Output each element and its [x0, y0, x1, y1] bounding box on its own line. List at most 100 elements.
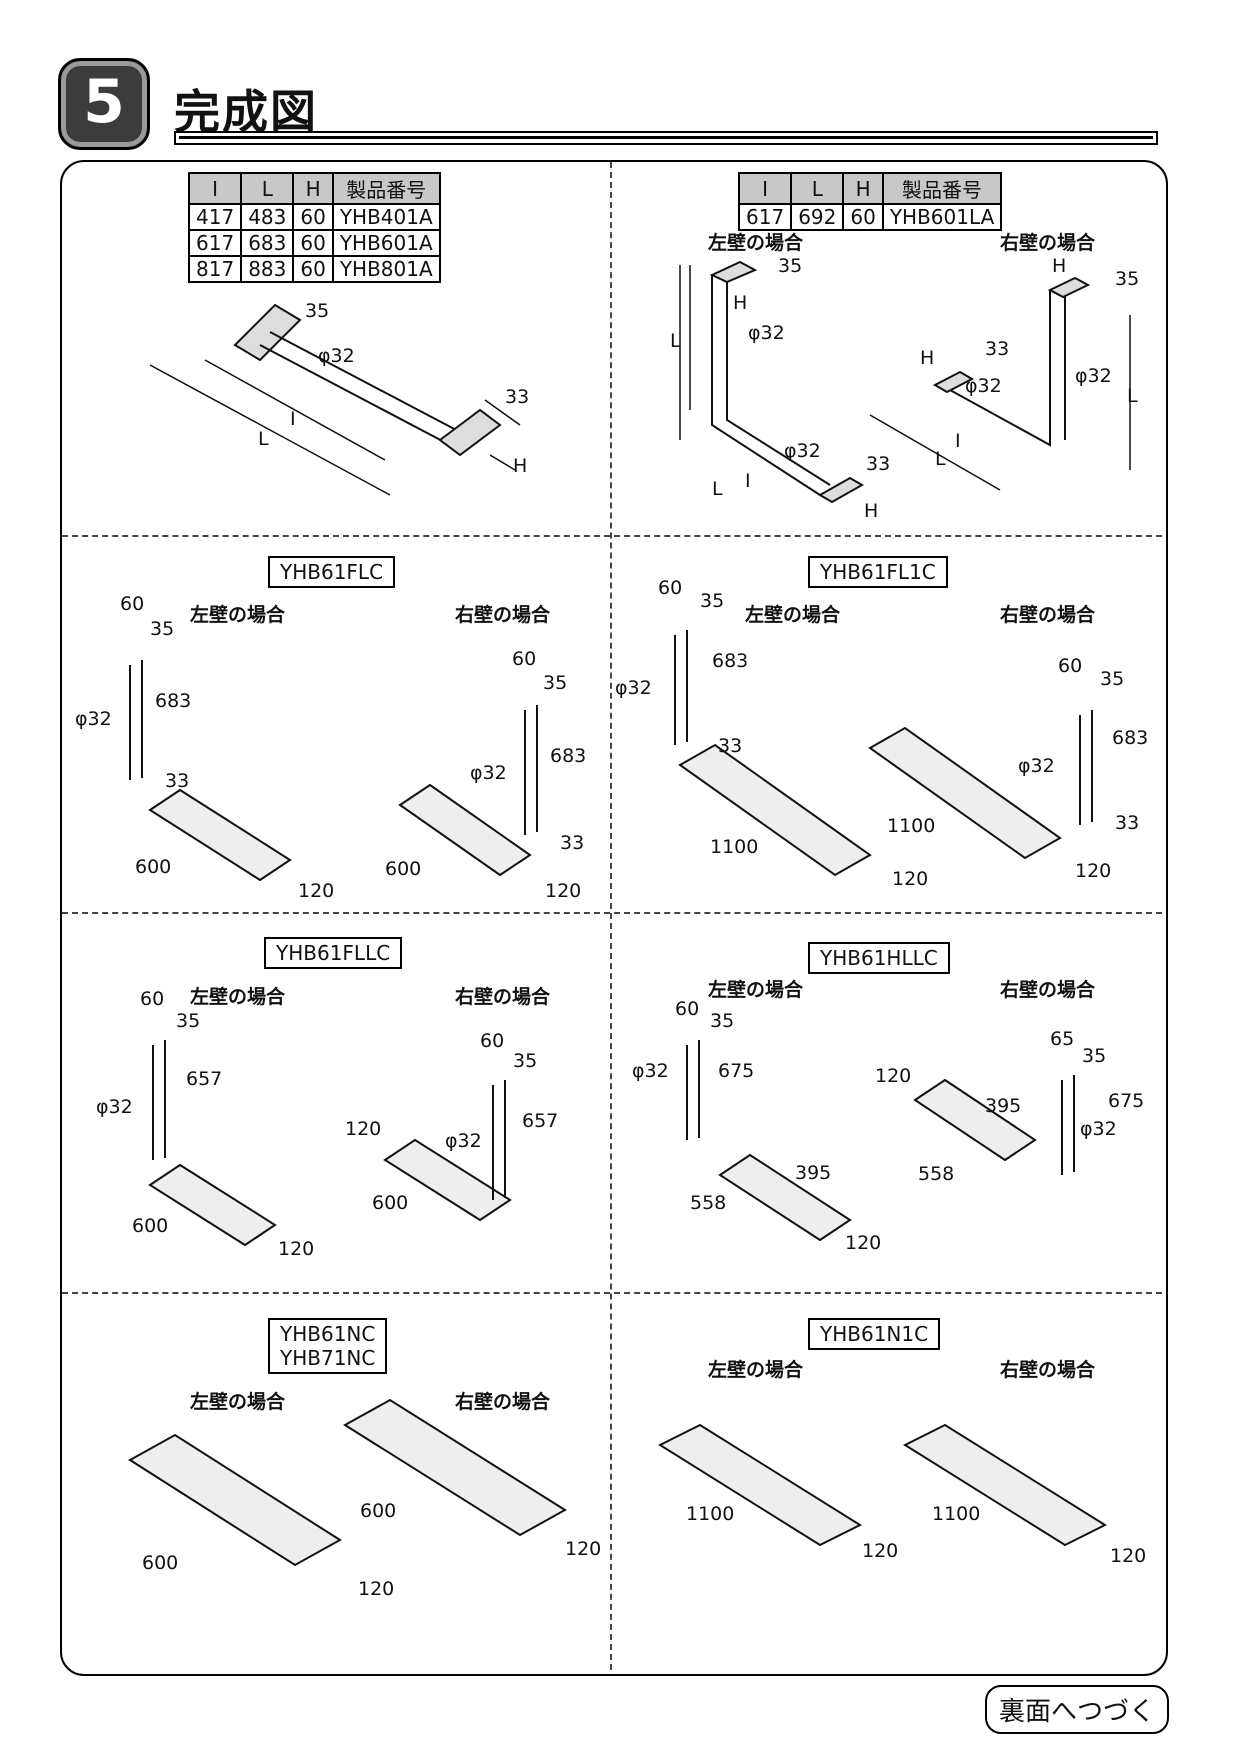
right-wall-label: 右壁の場合: [1000, 604, 1096, 626]
table-header: L: [240, 172, 295, 205]
dim-H: H: [920, 347, 935, 369]
dim-1100: 1100: [710, 836, 759, 858]
dim-35: 35: [150, 618, 175, 640]
dim-L: L: [935, 448, 946, 470]
dim-phi32: φ32: [96, 1096, 133, 1118]
dim-675: 675: [1108, 1090, 1145, 1112]
right-wall-label: 右壁の場合: [1000, 1359, 1096, 1381]
dim-600: 600: [360, 1500, 397, 1522]
horizontal-divider: [62, 535, 1162, 537]
dim-phi32: φ32: [615, 677, 652, 699]
dim-L: L: [1127, 385, 1138, 407]
dim-I: I: [290, 408, 296, 430]
dim-120: 120: [345, 1118, 382, 1140]
right-wall-label: 右壁の場合: [455, 1391, 551, 1413]
dim-phi32: φ32: [1080, 1118, 1117, 1140]
right-wall-label: 右壁の場合: [1000, 232, 1096, 254]
dim-60: 60: [658, 577, 683, 599]
dim-H: H: [864, 500, 879, 522]
dim-I: I: [955, 430, 961, 452]
dim-120: 120: [875, 1065, 912, 1087]
right-wall-label: 右壁の場合: [455, 604, 551, 626]
table-header: I: [737, 172, 793, 205]
dim-120: 120: [862, 1540, 899, 1562]
dim-33: 33: [165, 770, 190, 792]
table-header: 製品番号: [331, 172, 441, 205]
dim-395: 395: [795, 1162, 832, 1184]
dim-120: 120: [358, 1578, 395, 1600]
section-number: 5: [83, 67, 125, 137]
dim-35: 35: [710, 1010, 735, 1032]
dim-120: 120: [545, 880, 582, 902]
right-wall-label: 右壁の場合: [455, 986, 551, 1008]
model-label: YHB61HLLC: [808, 942, 950, 974]
dim-35: 35: [1100, 668, 1125, 690]
dim-phi32: φ32: [784, 440, 821, 462]
dim-1100: 1100: [887, 815, 936, 837]
dim-33: 33: [560, 832, 585, 854]
dim-120: 120: [1110, 1545, 1147, 1567]
section-number-badge: 5: [58, 58, 150, 150]
dim-120: 120: [1075, 860, 1112, 882]
left-wall-label: 左壁の場合: [190, 604, 286, 626]
dim-60: 60: [480, 1030, 505, 1052]
dim-60: 60: [140, 988, 165, 1010]
dim-558: 558: [690, 1192, 727, 1214]
dim-60: 60: [120, 593, 145, 615]
model-label: YHB61N1C: [808, 1318, 941, 1350]
dim-120: 120: [845, 1232, 882, 1254]
model-label: YHB61FL1C: [808, 556, 948, 588]
left-wall-label: 左壁の場合: [708, 1359, 804, 1381]
dim-phi32: φ32: [318, 345, 355, 367]
dim-33: 33: [866, 453, 891, 475]
right-wall-label: 右壁の場合: [1000, 979, 1096, 1001]
left-wall-label: 左壁の場合: [708, 232, 804, 254]
dim-35: 35: [305, 300, 330, 322]
dim-60: 60: [512, 648, 537, 670]
dim-35: 35: [700, 590, 725, 612]
left-wall-label: 左壁の場合: [708, 979, 804, 1001]
dim-60: 60: [675, 998, 700, 1020]
dim-683: 683: [550, 745, 587, 767]
dim-H: H: [513, 455, 528, 477]
model-label: YHB61FLLC: [264, 937, 403, 969]
dim-1100: 1100: [932, 1503, 981, 1525]
dim-33: 33: [505, 386, 530, 408]
vertical-divider: [610, 162, 612, 1670]
dim-phi32: φ32: [470, 762, 507, 784]
l-shaped-grab-bar-drawings: [679, 260, 1131, 504]
dim-600: 600: [385, 858, 422, 880]
dim-phi32: φ32: [632, 1060, 669, 1082]
dim-33: 33: [985, 338, 1010, 360]
dim-35: 35: [513, 1050, 538, 1072]
dim-35: 35: [1115, 268, 1140, 290]
figure-frame: [60, 160, 1168, 1676]
dim-657: 657: [522, 1110, 559, 1132]
page-title: 完成図: [174, 85, 318, 139]
dim-1100: 1100: [686, 1503, 735, 1525]
table-header: 製品番号: [881, 172, 1003, 205]
dim-L: L: [712, 478, 723, 500]
dim-H: H: [733, 292, 748, 314]
dim-65: 65: [1050, 1028, 1075, 1050]
dim-600: 600: [135, 856, 172, 878]
dim-600: 600: [372, 1192, 409, 1214]
dim-H: H: [1052, 255, 1067, 277]
dim-phi32: φ32: [748, 322, 785, 344]
dim-phi32: φ32: [75, 708, 112, 730]
dim-35: 35: [778, 255, 803, 277]
dim-35: 35: [1082, 1045, 1107, 1067]
dim-600: 600: [142, 1552, 179, 1574]
dim-683: 683: [712, 650, 749, 672]
dim-120: 120: [892, 868, 929, 890]
dim-L: L: [258, 428, 269, 450]
dim-33: 33: [718, 735, 743, 757]
shelf-drawings: [128, 726, 1108, 1567]
left-wall-label: 左壁の場合: [190, 986, 286, 1008]
left-wall-label: 左壁の場合: [745, 604, 841, 626]
